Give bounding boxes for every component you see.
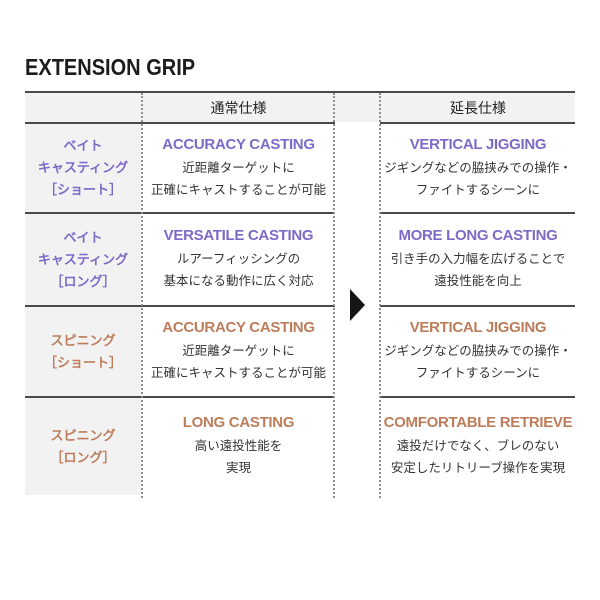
header-divider <box>25 122 575 124</box>
cell-heading: LONG CASTING <box>182 414 295 431</box>
cell-heading: MORE LONG CASTING <box>398 227 558 244</box>
cell-extended-spinning-long: COMFORTABLE RETRIEVE 遠投だけでなく、ブレのない 安定したリ… <box>381 398 575 495</box>
cell-normal-bait-long: VERSATILE CASTING ルアーフィッシングの 基本になる動作に広く対… <box>143 214 334 305</box>
column-header-extended-spec: 延長仕様 <box>450 99 506 116</box>
cell-heading: COMFORTABLE RETRIEVE <box>383 414 573 431</box>
label-column-background <box>25 124 141 495</box>
dotted-separator-extended-left <box>379 93 381 498</box>
cell-heading: ACCURACY CASTING <box>162 135 315 153</box>
cell-normal-spinning-short: ACCURACY CASTING 近距離ターゲットに 正確にキャストすることが可… <box>143 307 334 396</box>
row-label-bait-long: ベイト キャスティング ［ロング］ <box>37 229 129 289</box>
cell-normal-bait-short: ACCURACY CASTING 近距離ターゲットに 正確にキャストすることが可… <box>143 124 334 212</box>
cell-heading: ACCURACY CASTING <box>162 319 315 336</box>
cell-heading: VERTICAL JIGGING <box>409 319 547 336</box>
row-divider-3 <box>25 396 575 398</box>
cell-heading: VERSATILE CASTING <box>163 227 314 244</box>
row-label-spinning-long: スピニング ［ロング］ <box>50 427 116 465</box>
dotted-separator-labels <box>141 93 143 498</box>
row-label-bait-short: ベイト キャスティング ［ショート］ <box>37 138 129 197</box>
cell-description: 引き手の入力幅を広げることで 遠投性能を向上 <box>390 252 566 288</box>
row-divider-2 <box>25 305 575 307</box>
row-divider-1 <box>25 212 575 214</box>
row-label-spinning-short: スピニング ［ショート］ <box>43 332 122 370</box>
column-header-normal-spec: 通常仕様 <box>210 99 267 116</box>
page-title: EXTENSION GRIP <box>25 54 196 80</box>
cell-extended-bait-long: MORE LONG CASTING 引き手の入力幅を広げることで 遠投性能を向上 <box>381 214 575 305</box>
cell-description: 近距離ターゲットに 正確にキャストすることが可能 <box>150 160 326 197</box>
right-arrow-icon <box>350 289 365 321</box>
cell-extended-bait-short: VERTICAL JIGGING ジギングなどの脇挟みでの操作・ ファイトするシ… <box>381 124 575 212</box>
cell-description: ルアーフィッシングの 基本になる動作に広く対応 <box>163 252 314 288</box>
cell-description: 高い遠投性能を 実現 <box>194 439 283 475</box>
cell-description: 近距離ターゲットに 正確にキャストすることが可能 <box>150 344 326 380</box>
cell-description: ジギングなどの脇挟みでの操作・ ファイトするシーンに <box>384 160 572 197</box>
table-border-top <box>25 91 575 93</box>
header-row-background <box>25 93 575 122</box>
cell-description: 遠投だけでなく、ブレのない 安定したリトリーブ操作を実現 <box>390 439 566 475</box>
cell-normal-spinning-long: LONG CASTING 高い遠投性能を 実現 <box>143 398 334 495</box>
cell-description: ジギングなどの脇挟みでの操作・ ファイトするシーンに <box>384 344 572 380</box>
dotted-separator-normal-right <box>333 93 335 498</box>
cell-extended-spinning-short: VERTICAL JIGGING ジギングなどの脇挟みでの操作・ ファイトするシ… <box>381 307 575 396</box>
cell-heading: VERTICAL JIGGING <box>409 135 547 153</box>
